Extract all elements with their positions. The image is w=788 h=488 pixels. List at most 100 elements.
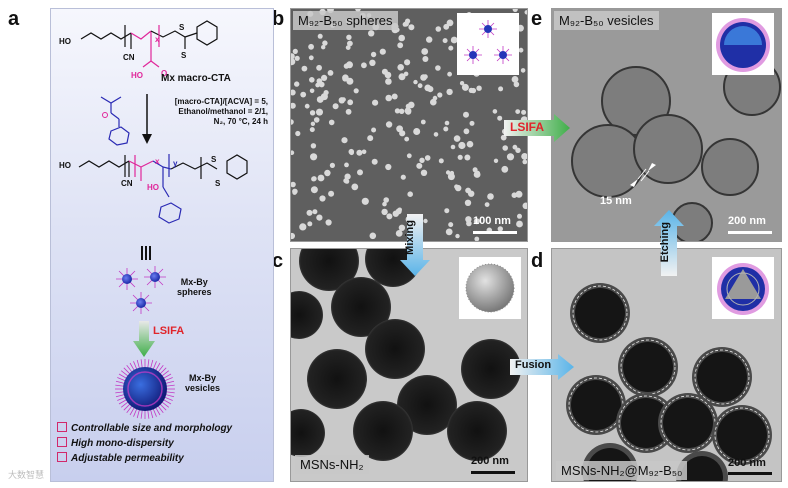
chem-label-ho: HO [131,71,143,80]
chem-label-x: x [155,35,160,44]
sphere-particle [517,213,522,219]
tem-image-spheres: M₉₂-B₅₀ spheres 100 nm [290,8,528,242]
sphere-particle [371,158,378,165]
sphere-particle [506,153,515,161]
sphere-particle [459,81,465,86]
spheres-label-word: spheres [177,287,212,297]
sphere-particle [430,98,437,106]
sphere-particle [515,147,521,153]
vesicle-inset [712,13,774,75]
fusion-right-arrow-icon [510,354,574,380]
sphere-particle [433,132,439,137]
sphere-particle [342,76,348,82]
sphere-particle [420,119,426,125]
sphere-particle [310,143,317,149]
sphere-particle [322,40,328,46]
sphere-particle [464,154,471,161]
sphere-particle [316,78,323,84]
sphere-particle [367,135,374,142]
sphere-particle [316,64,322,71]
sphere-particle [385,94,392,102]
etching-up-arrow-icon [654,210,684,276]
sphere-particle [463,111,469,118]
sphere-particle [423,218,428,224]
sphere-particle [385,78,392,85]
spheres-label: Mx-By spheres [177,277,212,297]
sphere-particle [399,130,406,137]
sphere-particle [346,77,354,85]
chem-label-ho-2: HO [147,183,159,192]
sphere-particle [465,216,472,223]
panel-letter-b: b [272,8,285,30]
sphere-particle [403,71,409,77]
sphere-particle [307,221,313,227]
sphere-particle [357,169,363,176]
sphere-particle [404,59,411,66]
msn-particles [291,249,521,461]
sphere-particle [317,33,323,39]
sphere-particle [309,110,316,116]
sphere-particle [515,190,523,198]
vesicle-illustration-icon [115,359,175,419]
sphere-particle [457,154,463,160]
sphere-particle [301,65,308,72]
sphere-particle [399,108,405,115]
sphere-particle [466,140,474,148]
sphere-particle [347,99,354,106]
sphere-particle [420,169,428,176]
sphere-particle [455,184,462,192]
synthesis-scheme-panel: HO CN HO O S S x Mx macro-CTA [macro-CTA… [50,8,274,482]
reaction-conditions: [macro-CTA]/[ACVA] = 5, Ethanol/methanol… [156,97,268,127]
sphere-particle [448,45,454,51]
sphere-particle [408,101,415,109]
watermark: 大数智慧 [8,470,45,480]
sphere-particle [329,162,335,168]
sphere-particle [392,210,399,217]
lsifa-down-arrow-icon [133,321,155,357]
sphere-particle [310,186,318,194]
chem-label-cn-2: CN [121,179,133,188]
panel-letter-d: d [531,250,544,272]
sphere-particle [442,38,448,44]
block-copolymer-structure [78,154,248,224]
sphere-particle [413,128,421,135]
sphere-particle [361,62,367,69]
sphere-particle [474,236,480,241]
sphere-particle [515,109,521,114]
sphere-particle [291,119,294,125]
spheres-inset-icon [464,20,512,64]
panel-c-scale-label: 200 nm [471,455,509,467]
sphere-particle [349,150,354,156]
mesoporous-silica-icon [465,263,515,313]
sphere-particle [501,165,509,173]
sphere-particle [447,71,452,77]
sphere-particle [304,103,310,109]
sphere-particle [437,92,443,98]
lsifa-label-arrow: LSIFA [510,120,545,134]
sphere-particle [381,208,388,216]
tem-image-msns: MSNs-NH₂ 200 nm [290,248,528,482]
sphere-particle [446,19,454,27]
sphere-particle [321,74,328,81]
sphere-particle [413,79,418,85]
sphere-particle [406,153,412,159]
panel-e-scale-label: 200 nm [728,215,766,227]
sphere-particle [309,88,315,94]
sphere-particle [522,159,527,165]
sphere-particle [408,24,415,31]
chem-label-hooc-2: HO [59,161,71,170]
sphere-particle [291,150,295,155]
sphere-particle [521,109,527,115]
sphere-particle [300,91,307,98]
sphere-particle [383,197,389,203]
spheres-label-formula: Mx-By [180,277,208,287]
sphere-particle [476,85,482,91]
sphere-particle [423,74,428,80]
sphere-particle [346,34,352,40]
sphere-particle [343,63,350,69]
chem-label-x-2: x [155,157,160,166]
chem-label-s4: S [215,179,221,188]
sphere-particle [309,127,315,133]
vesicle-cutaway-icon [716,18,770,72]
sphere-particle [447,173,455,181]
